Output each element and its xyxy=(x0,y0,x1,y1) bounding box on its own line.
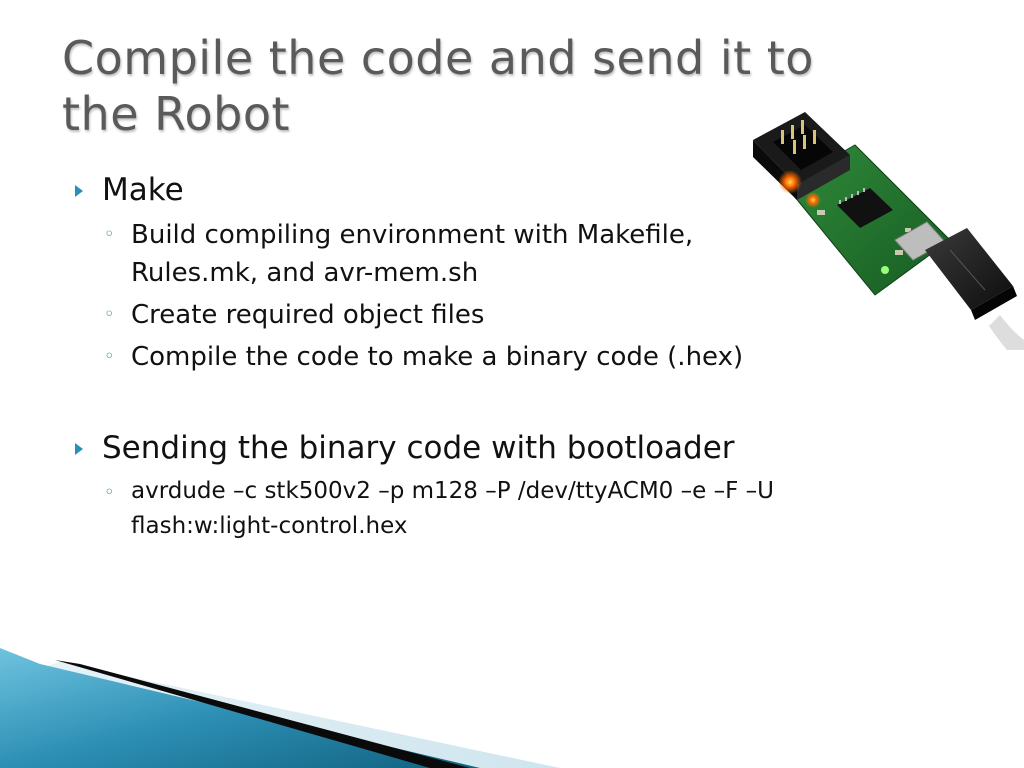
sub-bullet-line: avrdude –c stk500v2 –p m128 –P /dev/ttyA… xyxy=(131,478,774,504)
sub-bullet-text: Compile the code to make a binary code (… xyxy=(131,342,744,372)
bullet-text: Sending the binary code with bootloader xyxy=(102,430,735,466)
decorative-wave xyxy=(0,648,560,768)
bullet-make: Make xyxy=(74,170,954,210)
slide-title-line-2: the Robot xyxy=(62,87,291,141)
hollow-circle-icon: ◦ xyxy=(104,224,115,245)
sub-bullet-object-files: ◦ Create required object files xyxy=(104,296,954,334)
sub-bullet-line: Build compiling environment with Makefil… xyxy=(131,220,694,250)
usb-programmer-image xyxy=(753,112,1024,350)
sub-bullet-compile: ◦ Compile the code to make a binary code… xyxy=(104,338,954,376)
triangle-right-icon xyxy=(74,428,102,456)
bullet-text: Make xyxy=(102,172,184,208)
sub-bullet-avrdude-command: ◦ avrdude –c stk500v2 –p m128 –P /dev/tt… xyxy=(104,474,954,544)
slide-title: Compile the code and send it to the Robo… xyxy=(62,30,922,142)
sub-bullet-text: Create required object files xyxy=(131,300,485,330)
sub-bullet-line: Rules.mk, and avr-mem.sh xyxy=(131,258,479,288)
sub-bullet-text: avrdude –c stk500v2 –p m128 –P /dev/ttyA… xyxy=(131,474,774,544)
hollow-circle-icon: ◦ xyxy=(104,346,115,367)
spacer xyxy=(74,380,954,428)
sub-list-sending: ◦ avrdude –c stk500v2 –p m128 –P /dev/tt… xyxy=(104,474,954,544)
hollow-circle-icon: ◦ xyxy=(104,304,115,325)
bullet-sending: Sending the binary code with bootloader xyxy=(74,428,954,468)
sub-list-make: ◦ Build compiling environment with Makef… xyxy=(104,216,954,376)
triangle-right-icon xyxy=(74,170,102,198)
sub-bullet-line: flash:w:light-control.hex xyxy=(131,513,408,539)
sub-bullet-text: Build compiling environment with Makefil… xyxy=(131,216,693,292)
slide-body: Make ◦ Build compiling environment with … xyxy=(74,170,954,548)
slide-title-line-1: Compile the code and send it to xyxy=(62,31,814,85)
sub-bullet-build-env: ◦ Build compiling environment with Makef… xyxy=(104,216,954,292)
hollow-circle-icon: ◦ xyxy=(104,482,115,503)
